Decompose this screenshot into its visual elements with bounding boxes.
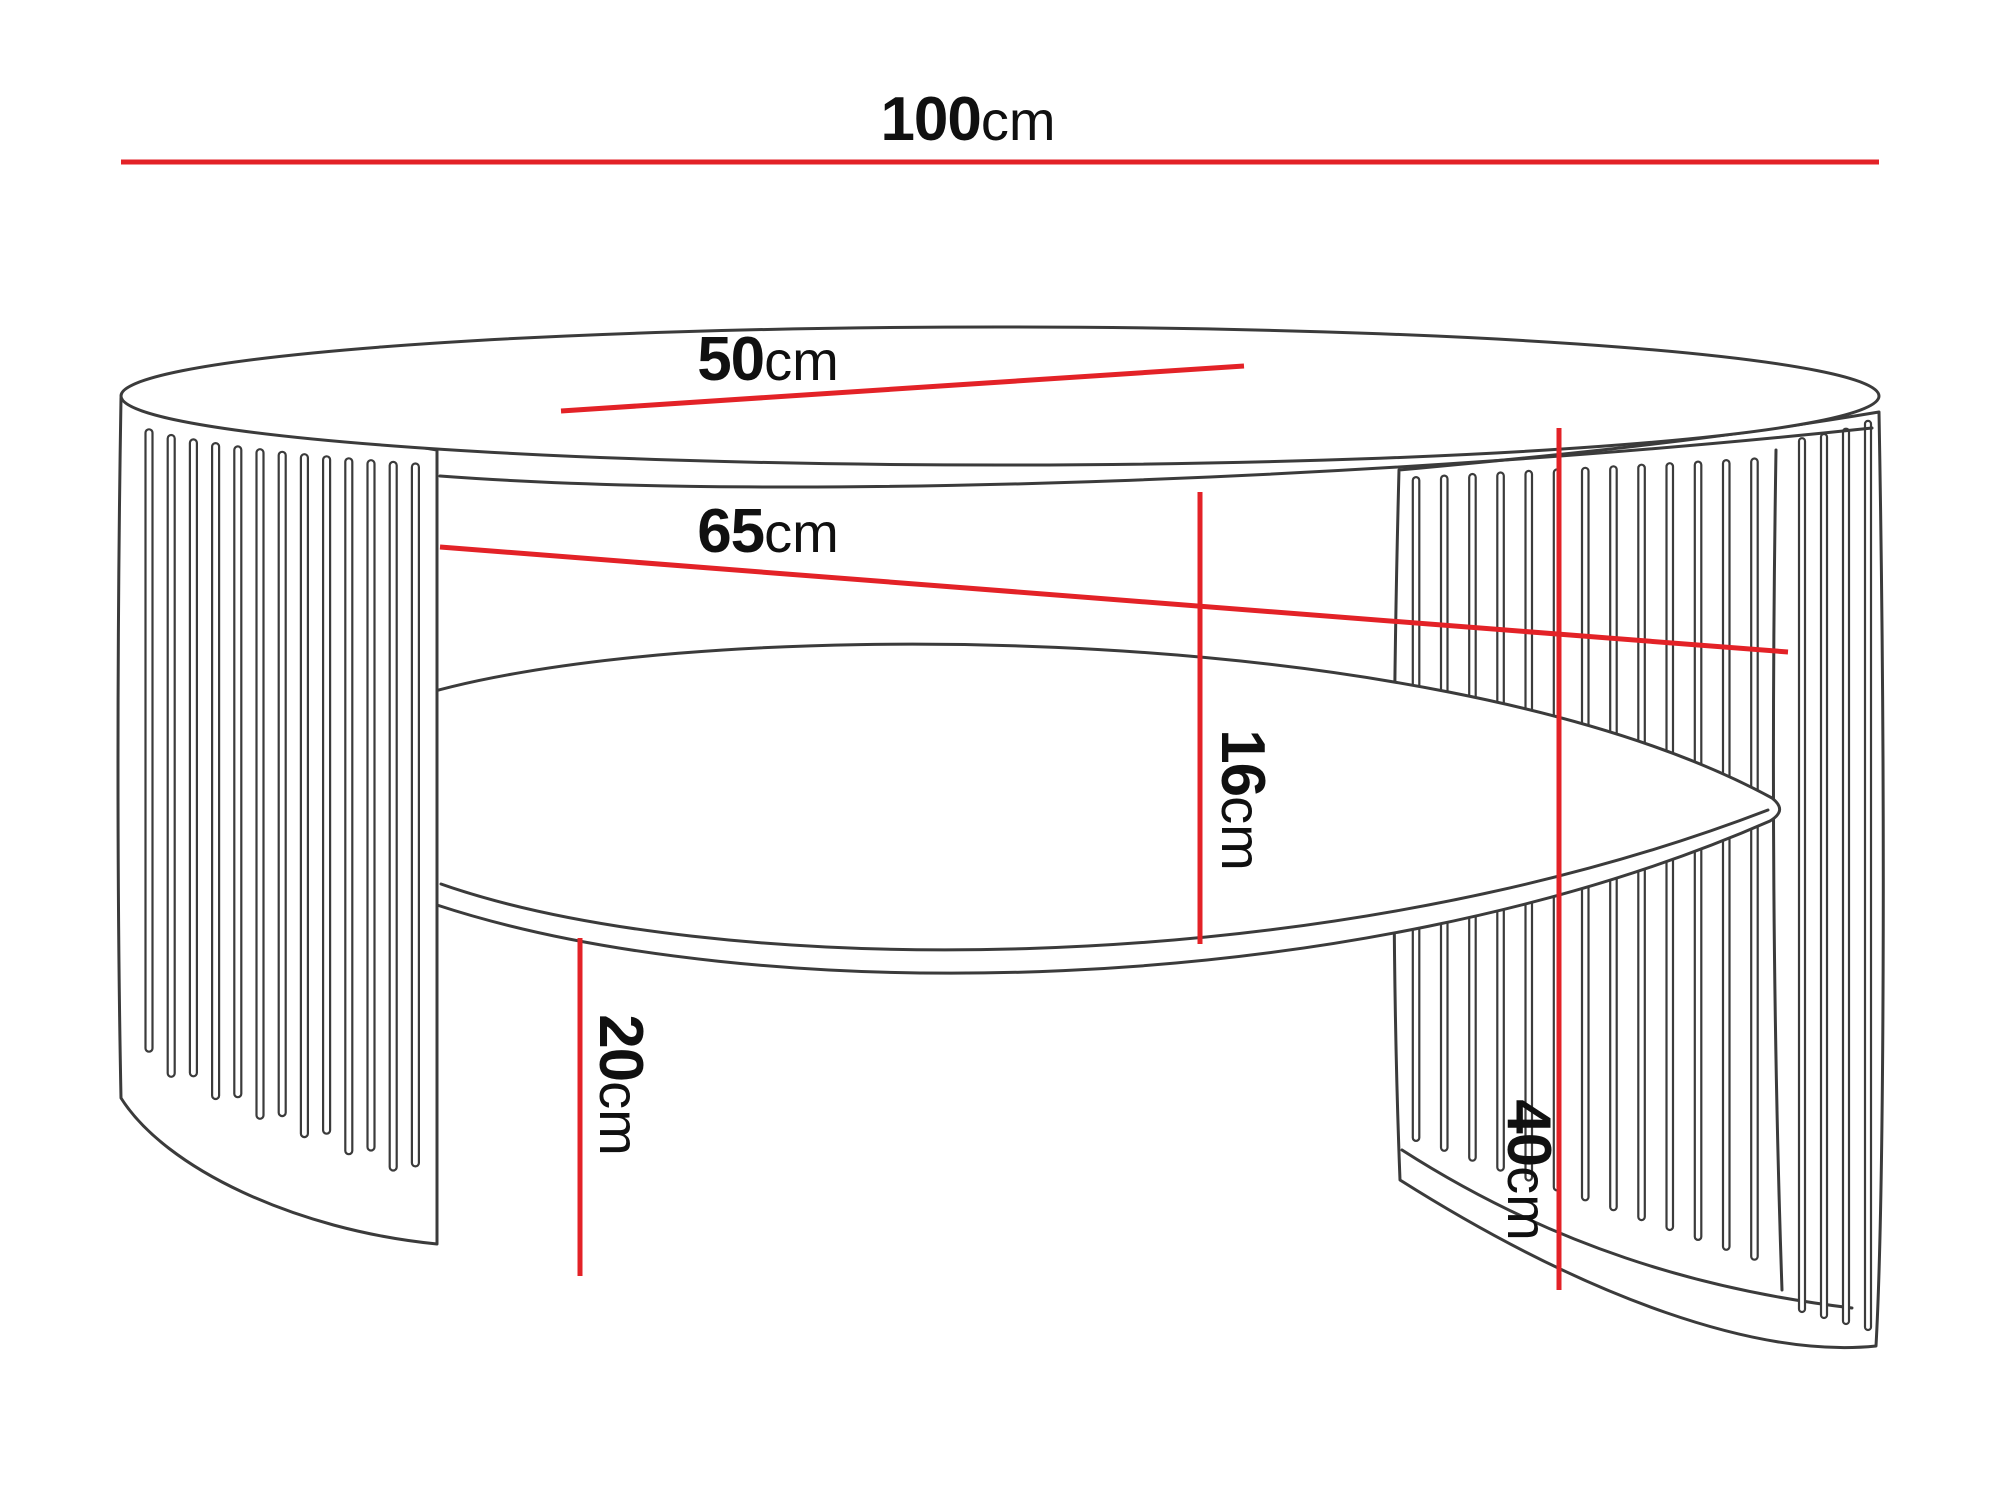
flute-groove bbox=[388, 460, 398, 1172]
flute-groove bbox=[1841, 427, 1851, 1326]
dim-shelf-gap-label: 16cm bbox=[1208, 729, 1277, 871]
flute-groove bbox=[233, 445, 243, 1099]
flute-groove bbox=[366, 459, 376, 1152]
flute-groove bbox=[344, 457, 354, 1156]
flute-groove bbox=[1863, 419, 1873, 1332]
tabletop bbox=[119, 325, 1881, 489]
dim-depth-value: 50 bbox=[697, 325, 764, 394]
flute-groove bbox=[277, 450, 287, 1118]
shelf-front-edge bbox=[439, 808, 1770, 952]
left-panel-flutes bbox=[144, 428, 420, 1172]
right-panel-bottom-rim bbox=[1400, 1148, 1854, 1310]
dim-width-unit: cm bbox=[981, 89, 1056, 152]
dim-clearance-unit: cm bbox=[588, 1081, 651, 1156]
dim-depth-line bbox=[560, 363, 1245, 414]
left-side-panel bbox=[116, 396, 439, 1246]
dim-clearance-value: 20 bbox=[586, 1014, 655, 1081]
dim-clearance-label: 20cm bbox=[586, 1014, 655, 1156]
dim-inner-width-unit: cm bbox=[764, 501, 839, 564]
lower-shelf bbox=[403, 642, 1782, 975]
right-panel-outer-flutes bbox=[1797, 419, 1873, 1332]
flute-groove bbox=[322, 455, 332, 1135]
dim-inner-width-label: 65cm bbox=[697, 497, 839, 566]
flute-groove bbox=[1721, 459, 1731, 1251]
shelf-silhouette bbox=[403, 642, 1782, 975]
flute-groove bbox=[1750, 457, 1759, 1261]
tabletop-front-edge bbox=[438, 426, 1874, 489]
dim-height-label: 40cm bbox=[1494, 1099, 1563, 1241]
dim-height-unit: cm bbox=[1496, 1166, 1559, 1241]
dim-inner-width-value: 65 bbox=[697, 497, 764, 566]
flute-groove bbox=[1797, 437, 1807, 1314]
flute-groove bbox=[299, 453, 309, 1139]
flute-groove bbox=[188, 438, 198, 1078]
dim-inner-width-line bbox=[439, 544, 1789, 655]
dim-shelf-gap-unit: cm bbox=[1210, 796, 1273, 871]
dim-height-value: 40 bbox=[1494, 1099, 1563, 1166]
tabletop-surface bbox=[119, 325, 1881, 467]
flute-groove bbox=[1819, 432, 1829, 1320]
dim-depth-label: 50cm bbox=[697, 325, 839, 394]
dim-shelf-gap-value: 16 bbox=[1208, 729, 1277, 796]
dim-width-value: 100 bbox=[880, 85, 980, 154]
flute-groove bbox=[211, 442, 221, 1101]
dim-width-label: 100cm bbox=[880, 85, 1055, 154]
flute-groove bbox=[166, 433, 176, 1078]
dim-depth-unit: cm bbox=[764, 329, 839, 392]
dimension-annotations: 100cm 50cm 65cm 16cm 20cm 40cm bbox=[121, 85, 1879, 1290]
flute-groove bbox=[144, 428, 154, 1053]
right-panel-fold-edge bbox=[1772, 448, 1784, 1292]
flute-groove bbox=[410, 462, 420, 1168]
flute-groove bbox=[255, 448, 265, 1120]
